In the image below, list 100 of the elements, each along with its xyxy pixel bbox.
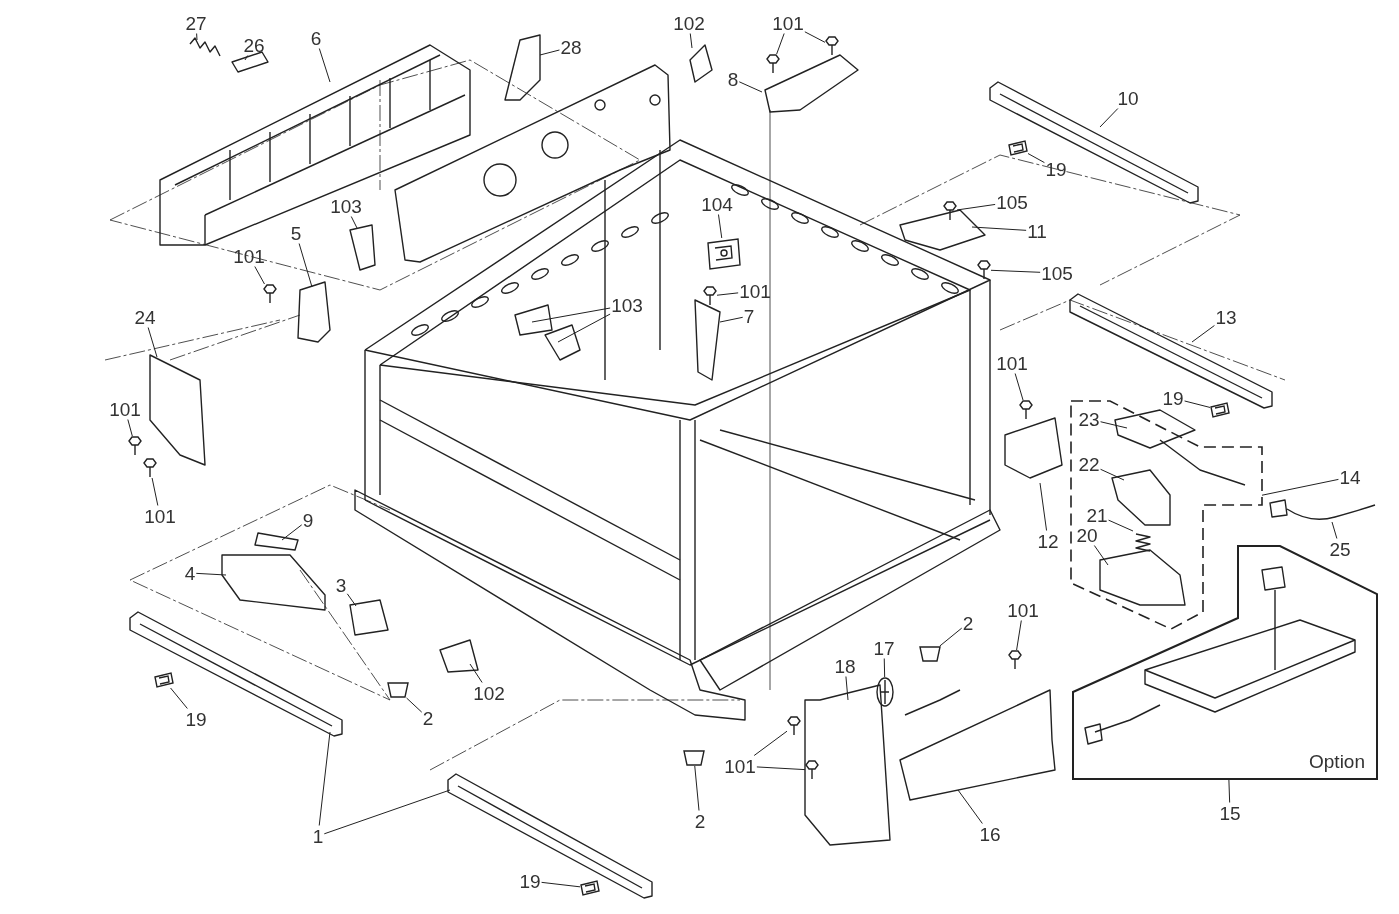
callout-number: 7 bbox=[742, 305, 756, 327]
leader-line bbox=[350, 216, 358, 229]
leader-line bbox=[717, 214, 723, 239]
leader-line bbox=[1039, 482, 1048, 531]
leader-line bbox=[694, 765, 700, 811]
callout-number: 101 bbox=[1006, 599, 1040, 621]
leader-line bbox=[541, 881, 581, 888]
callout-number: 11 bbox=[1026, 220, 1048, 242]
leader-line bbox=[756, 766, 806, 771]
leader-line bbox=[127, 419, 133, 437]
callout-number: 19 bbox=[184, 708, 208, 730]
leader-line bbox=[1027, 153, 1045, 164]
callout-number: 19 bbox=[1161, 387, 1185, 409]
leader-line bbox=[557, 313, 611, 343]
screw-drawing bbox=[943, 201, 957, 221]
clip-drawing bbox=[1210, 402, 1230, 418]
clip-drawing bbox=[1008, 140, 1028, 156]
leader-line bbox=[318, 731, 331, 826]
leader-line bbox=[1100, 468, 1125, 481]
leader-line bbox=[318, 48, 331, 83]
callout-number: 104 bbox=[700, 193, 734, 215]
leader-line bbox=[719, 316, 744, 323]
callout-number: 18 bbox=[833, 655, 857, 677]
callout-number: 19 bbox=[518, 870, 542, 892]
leader-line bbox=[1191, 325, 1215, 343]
leader-line bbox=[1331, 521, 1338, 539]
callout-number: 2 bbox=[961, 612, 975, 634]
callout-number: 2 bbox=[421, 707, 435, 729]
leader-line bbox=[990, 269, 1041, 273]
callout-number: 10 bbox=[1116, 87, 1140, 109]
callout-number: 105 bbox=[995, 191, 1029, 213]
callout-number: 19 bbox=[1044, 158, 1068, 180]
callout-number: 101 bbox=[738, 280, 772, 302]
callout-number: 101 bbox=[232, 245, 266, 267]
leader-line bbox=[151, 477, 159, 506]
callout-number: 17 bbox=[872, 637, 896, 659]
callout-number: 101 bbox=[995, 352, 1029, 374]
leader-line bbox=[738, 81, 763, 93]
leader-line bbox=[1184, 400, 1211, 408]
screw-drawing bbox=[787, 716, 801, 736]
leader-line bbox=[147, 327, 158, 358]
leader-line bbox=[254, 266, 265, 285]
leader-line bbox=[244, 55, 249, 61]
leader-line bbox=[845, 676, 849, 701]
clip-drawing bbox=[154, 672, 174, 688]
callout-number: 15 bbox=[1218, 802, 1242, 824]
callout-number: 2 bbox=[693, 810, 707, 832]
callout-number: 23 bbox=[1077, 408, 1101, 430]
screw-drawing bbox=[703, 286, 717, 306]
callout-number: 8 bbox=[726, 68, 740, 90]
leader-line bbox=[1261, 478, 1339, 496]
callout-number: 21 bbox=[1085, 504, 1109, 526]
leader-line bbox=[1093, 545, 1109, 566]
leader-line bbox=[776, 33, 785, 55]
callout-number: 102 bbox=[472, 682, 506, 704]
callout-number: 3 bbox=[334, 574, 348, 596]
leader-line bbox=[196, 33, 198, 41]
callout-number: 101 bbox=[723, 755, 757, 777]
callout-number: 25 bbox=[1328, 538, 1352, 560]
leader-line bbox=[939, 627, 963, 647]
screw-drawing bbox=[825, 36, 839, 56]
callout-number: 101 bbox=[771, 12, 805, 34]
leader-line bbox=[406, 697, 423, 713]
leader-line bbox=[298, 243, 313, 288]
callout-number: 103 bbox=[610, 294, 644, 316]
callout-number: 28 bbox=[559, 36, 583, 58]
screw-drawing bbox=[1019, 400, 1033, 420]
leader-line bbox=[971, 226, 1027, 231]
leader-line bbox=[1016, 620, 1022, 651]
callout-number: 24 bbox=[133, 306, 157, 328]
callout-number: 26 bbox=[242, 34, 266, 56]
callout-number: 4 bbox=[183, 562, 197, 584]
callout-number: 101 bbox=[143, 505, 177, 527]
foot-drawing bbox=[919, 646, 941, 662]
callout-number: 27 bbox=[184, 12, 208, 34]
callout-number: 1 bbox=[311, 825, 325, 847]
callout-number: 6 bbox=[309, 27, 323, 49]
callout-number: 12 bbox=[1036, 530, 1060, 552]
screw-drawing bbox=[766, 54, 780, 74]
leader-line bbox=[170, 687, 188, 709]
leader-line bbox=[883, 658, 886, 678]
leader-line bbox=[689, 33, 693, 49]
leader-line bbox=[956, 203, 996, 211]
screw-drawing bbox=[128, 436, 142, 456]
leader-line bbox=[1099, 108, 1119, 128]
leader-line bbox=[323, 789, 451, 835]
foot-drawing bbox=[387, 682, 409, 698]
callout-number: 103 bbox=[329, 195, 363, 217]
callout-number: 5 bbox=[289, 222, 303, 244]
leader-line bbox=[346, 593, 357, 607]
leader-line bbox=[1228, 778, 1231, 803]
leader-line bbox=[1100, 421, 1128, 429]
foot-drawing bbox=[683, 750, 705, 766]
leader-line bbox=[753, 730, 788, 756]
disc-drawing bbox=[876, 677, 894, 707]
callout-number: 13 bbox=[1214, 306, 1238, 328]
leader-line bbox=[195, 572, 227, 576]
leader-line bbox=[716, 292, 739, 296]
leader-line bbox=[281, 524, 303, 541]
option-label: Option bbox=[1309, 752, 1365, 771]
